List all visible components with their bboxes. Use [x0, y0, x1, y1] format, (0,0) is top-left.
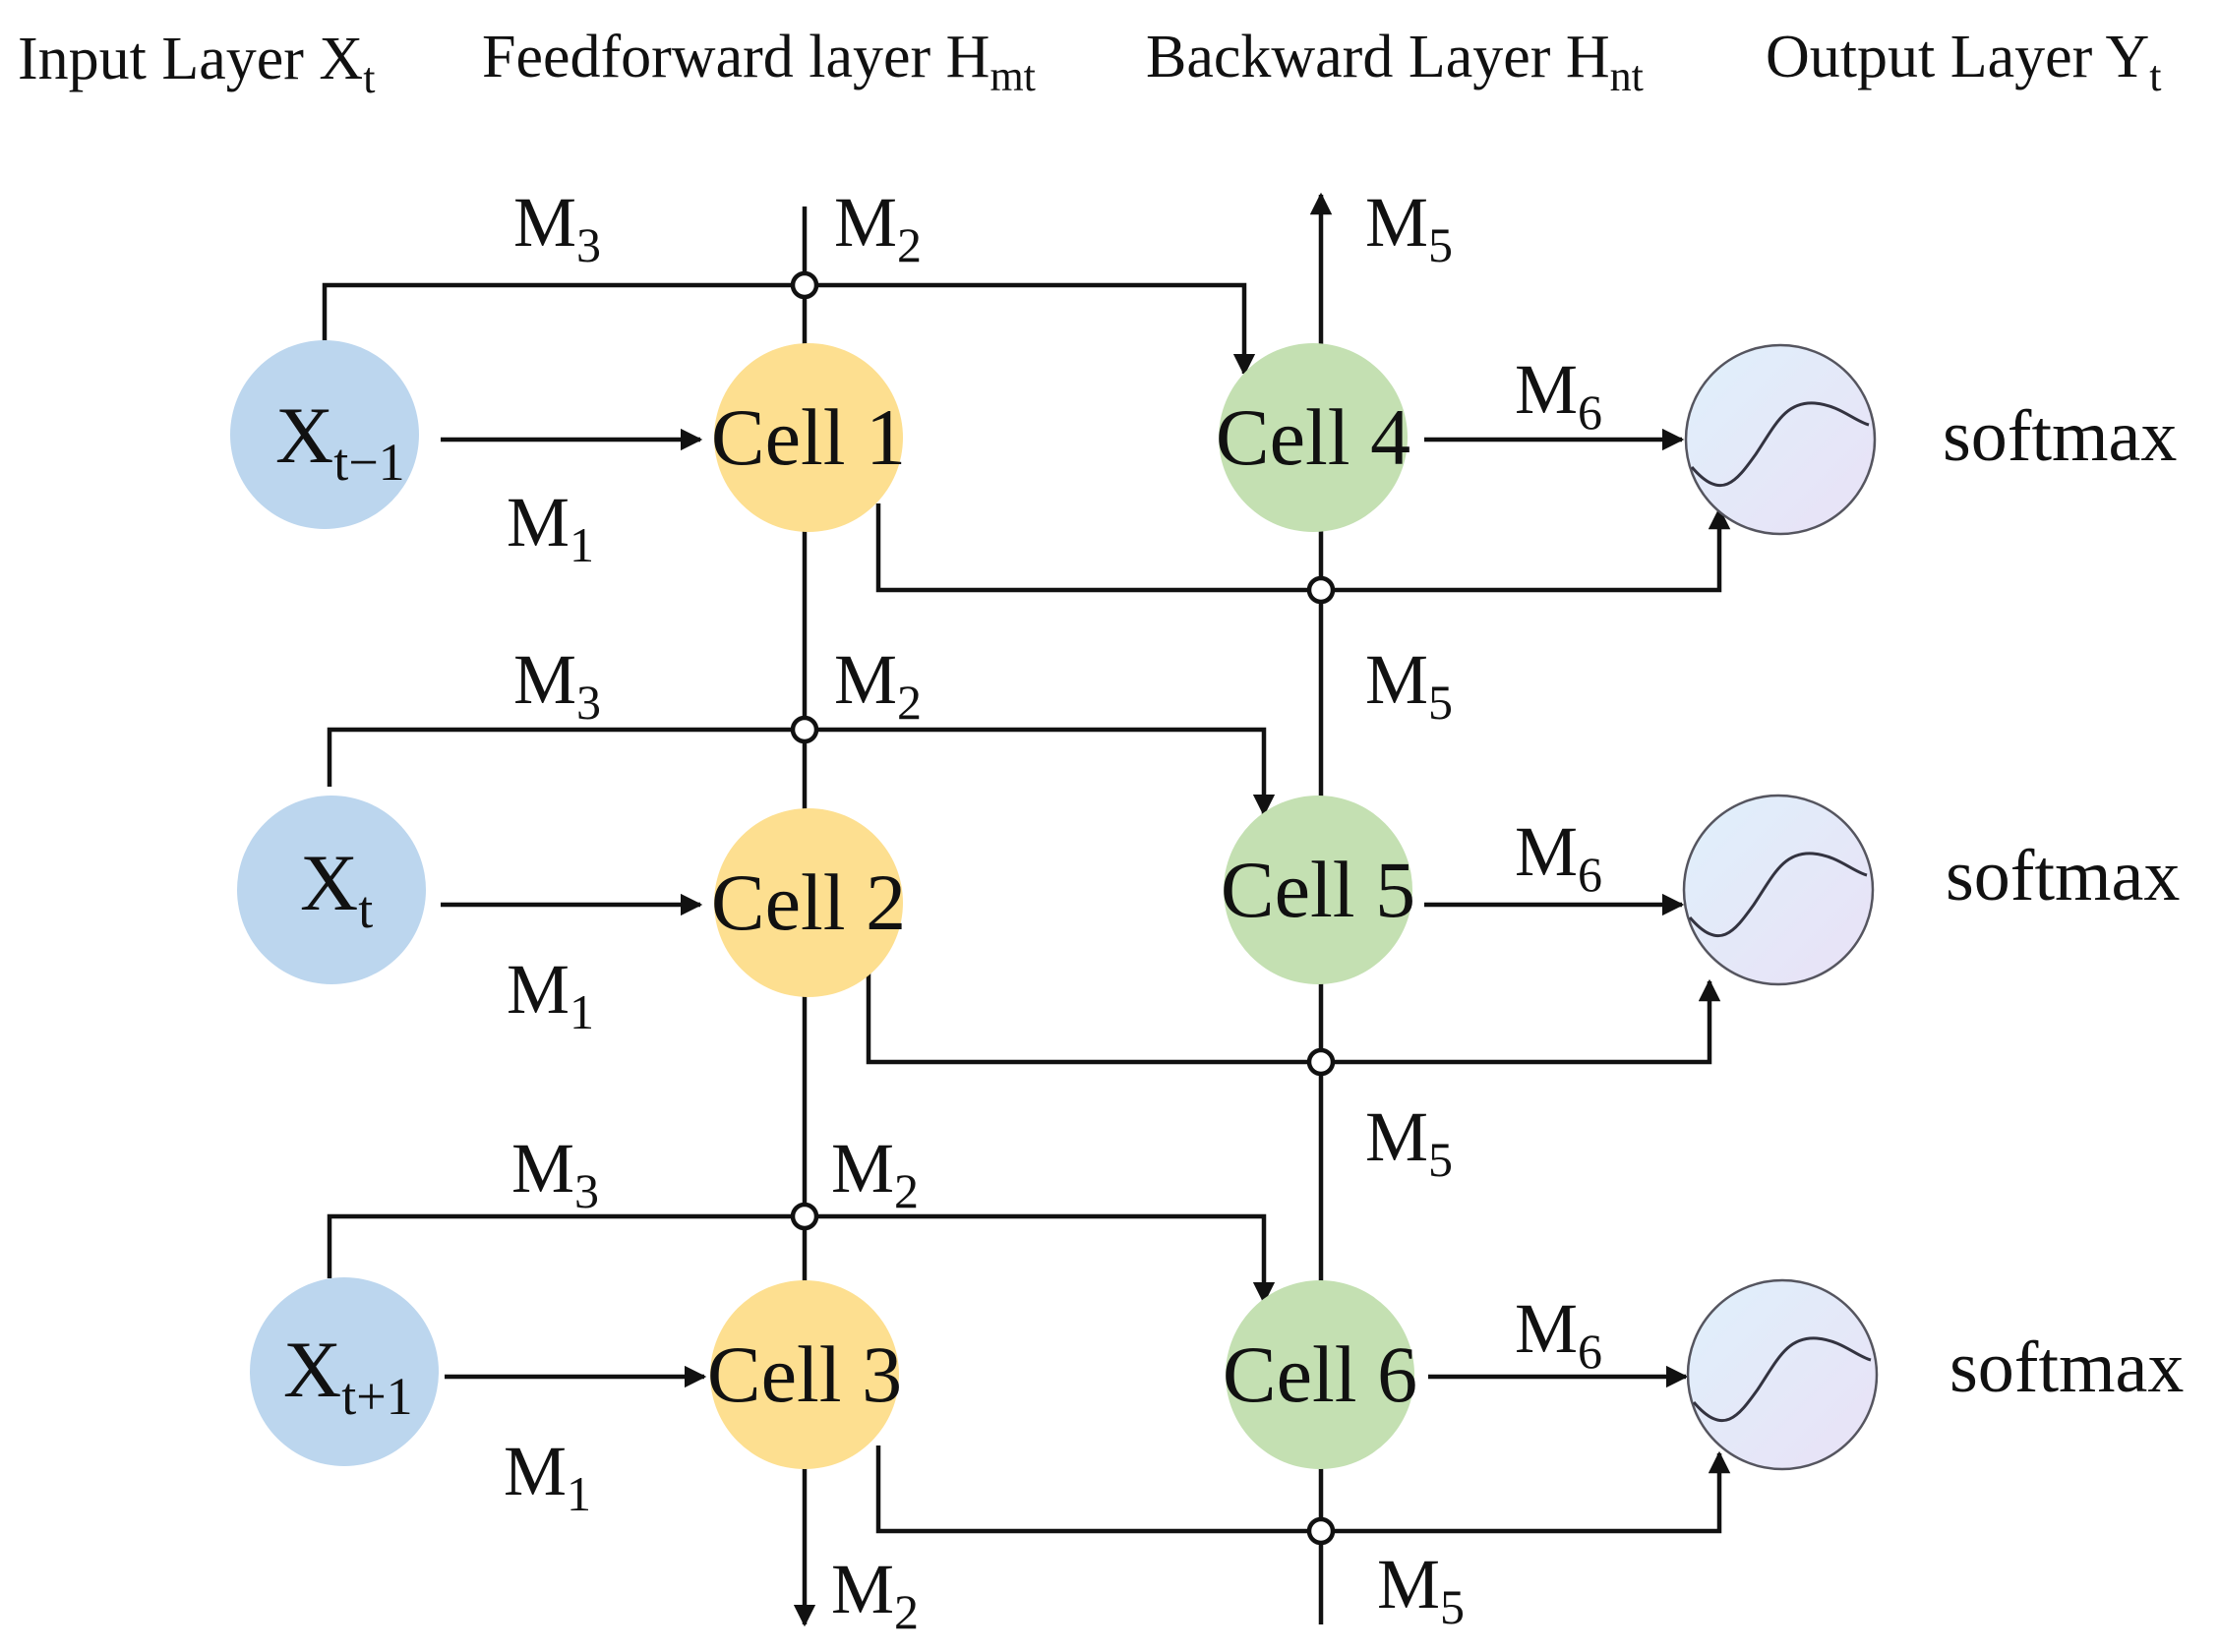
m3-m2-wire-row2	[327, 727, 1276, 817]
forward-to-output-wire-row2	[866, 974, 1721, 1065]
forward-cell-2	[714, 808, 903, 997]
weight-m3-row1: M3	[513, 183, 601, 272]
junction-forward-row3	[790, 1202, 819, 1231]
input-label-t: Xt	[300, 838, 373, 939]
weight-m6-row2: M6	[1515, 812, 1602, 902]
junction-backward-row1	[1306, 575, 1336, 605]
weight-m1-row3: M1	[504, 1432, 591, 1521]
junction-backward-row3	[1306, 1516, 1336, 1546]
weight-m5-top: M5	[1365, 183, 1453, 272]
sigmoid-curve-icon	[1690, 401, 1870, 488]
softmax-label-1: softmax	[1943, 396, 2177, 477]
input-node-t-minus-1	[230, 340, 419, 529]
weight-m5-row2: M5	[1365, 1097, 1453, 1187]
m3-m2-wire-row1	[322, 282, 1256, 377]
forward-cell-1	[714, 343, 903, 532]
header-input-layer: Input Layer Xt	[18, 26, 375, 102]
junction-forward-row1	[790, 270, 819, 300]
output-node-1	[1684, 343, 1877, 536]
weight-m2-row3: M2	[831, 1129, 919, 1218]
junction-forward-row2	[790, 715, 819, 744]
weight-m5-bottom: M5	[1377, 1545, 1465, 1634]
header-feedforward-layer: Feedforward layer Hmt	[482, 24, 1036, 100]
backward-cell-4-label: Cell 4	[1216, 392, 1410, 482]
sigmoid-curve-icon	[1692, 1336, 1872, 1423]
weight-m6-row3: M6	[1515, 1289, 1602, 1379]
input-label-t-minus-1: Xt−1	[275, 390, 405, 492]
header-output-layer: Output Layer Yt	[1766, 24, 2162, 100]
weight-m5-row1: M5	[1365, 640, 1453, 730]
weight-m1-row1: M1	[507, 483, 594, 572]
weight-m6-row1: M6	[1515, 350, 1602, 440]
forward-cell-3	[710, 1280, 899, 1469]
forward-cell-1-label: Cell 1	[711, 392, 906, 482]
weight-m2-row1: M2	[834, 183, 922, 272]
weight-m3-row2: M3	[513, 640, 601, 730]
header-backward-layer: Backward Layer Hnt	[1146, 24, 1644, 100]
output-node-3	[1686, 1278, 1879, 1471]
backward-cell-4	[1219, 343, 1408, 532]
input-node-t-plus-1	[250, 1277, 439, 1466]
forward-to-output-wire-row1	[875, 503, 1731, 593]
weight-m3-row3: M3	[511, 1129, 599, 1218]
input-label-t-plus-1: Xt+1	[283, 1325, 413, 1426]
backward-cell-5-label: Cell 5	[1221, 845, 1415, 934]
backward-cell-6-label: Cell 6	[1223, 1329, 1417, 1419]
weight-m2-row2: M2	[834, 640, 922, 730]
backward-cell-5	[1224, 796, 1412, 984]
sigmoid-curve-icon	[1688, 852, 1868, 938]
forward-cell-2-label: Cell 2	[711, 857, 906, 947]
input-node-t	[237, 796, 426, 984]
backward-cell-6	[1226, 1280, 1414, 1469]
forward-cell-3-label: Cell 3	[707, 1329, 902, 1419]
weight-m2-bottom: M2	[831, 1550, 919, 1639]
junction-backward-row2	[1306, 1047, 1336, 1077]
softmax-label-3: softmax	[1949, 1328, 2184, 1408]
weight-m1-row2: M1	[507, 950, 594, 1039]
forward-to-output-wire-row3	[875, 1446, 1731, 1534]
output-node-2	[1682, 794, 1875, 986]
softmax-label-2: softmax	[1946, 836, 2180, 916]
